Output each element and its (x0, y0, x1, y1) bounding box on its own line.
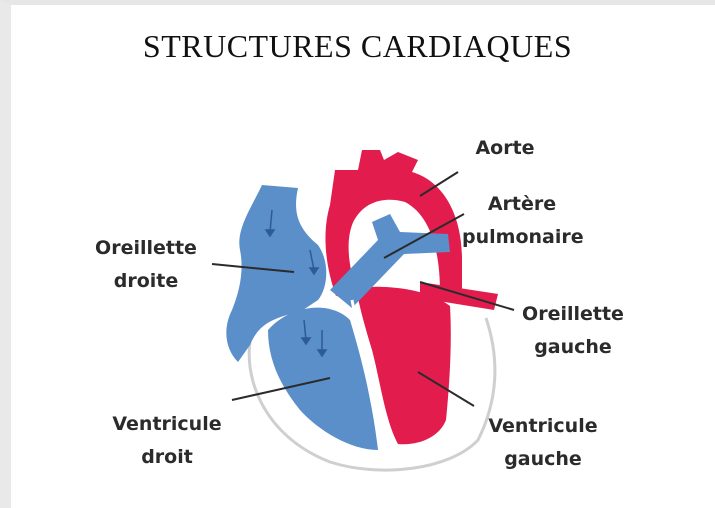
label-aorte: Aorte (450, 132, 560, 165)
label-ventricule-gauche: Ventricule gauche (478, 410, 608, 476)
label-oreillette-droite: Oreillette droite (86, 232, 206, 298)
label-oreillette-gauche: Oreillette gauche (508, 298, 638, 364)
label-artere-pulmonaire: Artère pulmonaire (462, 188, 582, 254)
label-ventricule-droit: Ventricule droit (102, 408, 232, 474)
